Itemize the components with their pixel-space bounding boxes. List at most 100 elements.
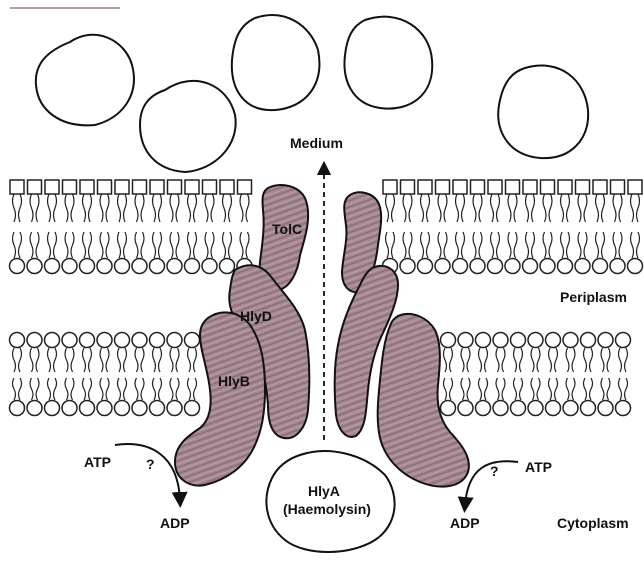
lipid-tail — [159, 194, 162, 222]
lipid-tail — [188, 194, 191, 222]
lipid-head — [546, 333, 561, 348]
lipid-tail — [170, 378, 173, 400]
lps-head — [203, 180, 217, 194]
cytoplasm-label: Cytoplasm — [557, 515, 629, 531]
lipid-tail — [473, 232, 476, 258]
lipid-head — [167, 259, 182, 274]
lipid-head — [400, 259, 415, 274]
lipid-tail — [619, 378, 622, 400]
lipid-tail — [485, 378, 488, 400]
lipid-tail — [30, 232, 33, 258]
lipid-tail — [65, 378, 68, 400]
lipid-tail — [100, 194, 103, 222]
lipid-tail — [438, 232, 441, 258]
lipid-head — [593, 259, 608, 274]
adp-label-left: ADP — [160, 515, 190, 531]
lipid-tail — [596, 194, 599, 222]
lipid-head — [80, 333, 95, 348]
lps-head — [541, 180, 555, 194]
lipid-tail — [13, 232, 16, 258]
lipid-tail — [467, 378, 470, 400]
lipid-tail — [30, 194, 33, 222]
lipid-tail — [566, 348, 569, 372]
lipid-tail — [176, 194, 179, 222]
lipid-tail — [36, 194, 39, 222]
lipid-tail — [613, 194, 616, 222]
lipid-tail — [601, 378, 604, 400]
lipid-head — [435, 259, 450, 274]
lipid-tail — [188, 232, 191, 258]
lipid-tail — [71, 194, 74, 222]
lipid-tail — [549, 348, 552, 372]
lipid-head — [511, 333, 526, 348]
lipid-tail — [601, 348, 604, 372]
lipid-tail — [467, 348, 470, 372]
lipid-tail — [54, 194, 57, 222]
lipid-tail — [135, 194, 138, 222]
lipid-tail — [462, 232, 465, 258]
lipid-tail — [461, 378, 464, 400]
lipid-tail — [176, 378, 179, 400]
lipid-tail — [65, 194, 68, 222]
lipid-tail — [596, 232, 599, 258]
lipid-tail — [71, 348, 74, 372]
lipid-head — [150, 333, 165, 348]
lipid-tail — [502, 348, 505, 372]
lipid-head — [458, 333, 473, 348]
lipid-tail — [100, 378, 103, 400]
lipid-tail — [19, 348, 22, 372]
lipid-tail — [36, 232, 39, 258]
lipid-tail — [386, 194, 389, 222]
lipid-tail — [537, 378, 540, 400]
lps-head — [115, 180, 129, 194]
lipid-tail — [526, 194, 529, 222]
lipid-tail — [89, 378, 92, 400]
lps-head — [383, 180, 397, 194]
lipid-tail — [602, 232, 605, 258]
lipid-tail — [30, 378, 33, 400]
lipid-tail — [613, 232, 616, 258]
lps-head — [80, 180, 94, 194]
membranes — [10, 180, 643, 416]
lipid-head — [523, 259, 538, 274]
periplasm-label: Periplasm — [560, 289, 627, 305]
lipid-tail — [36, 378, 39, 400]
lipid-tail — [444, 378, 447, 400]
lipid-tail — [89, 194, 92, 222]
lipid-tail — [135, 232, 138, 258]
lipid-tail — [409, 232, 412, 258]
lipid-tail — [450, 348, 453, 372]
lipid-tail — [561, 194, 564, 222]
lipid-head — [62, 401, 77, 416]
lipid-tail — [153, 232, 156, 258]
lipid-tail — [444, 232, 447, 258]
lipid-head — [558, 259, 573, 274]
lipid-tail — [549, 232, 552, 258]
lipid-tail — [13, 194, 16, 222]
lipid-tail — [496, 378, 499, 400]
lps-head — [185, 180, 199, 194]
lipid-tail — [392, 194, 395, 222]
lipid-head — [27, 401, 42, 416]
lipid-tail — [176, 232, 179, 258]
lipid-tail — [479, 194, 482, 222]
lipid-tail — [619, 194, 622, 222]
lipid-tail — [223, 232, 226, 258]
atp-adp-arrow-left — [115, 444, 180, 500]
lipid-tail — [71, 232, 74, 258]
lipid-tail — [473, 194, 476, 222]
lps-head — [453, 180, 467, 194]
lipid-tail — [555, 348, 558, 372]
lipid-tail — [153, 378, 156, 400]
lps-head — [133, 180, 147, 194]
lipid-tail — [508, 232, 511, 258]
lipid-tail — [497, 194, 500, 222]
lipid-tail — [543, 194, 546, 222]
lipid-head — [575, 259, 590, 274]
lipid-head — [97, 333, 112, 348]
lipid-head — [150, 259, 165, 274]
lipid-head — [511, 401, 526, 416]
lipid-tail — [403, 194, 406, 222]
lipid-head — [540, 259, 555, 274]
